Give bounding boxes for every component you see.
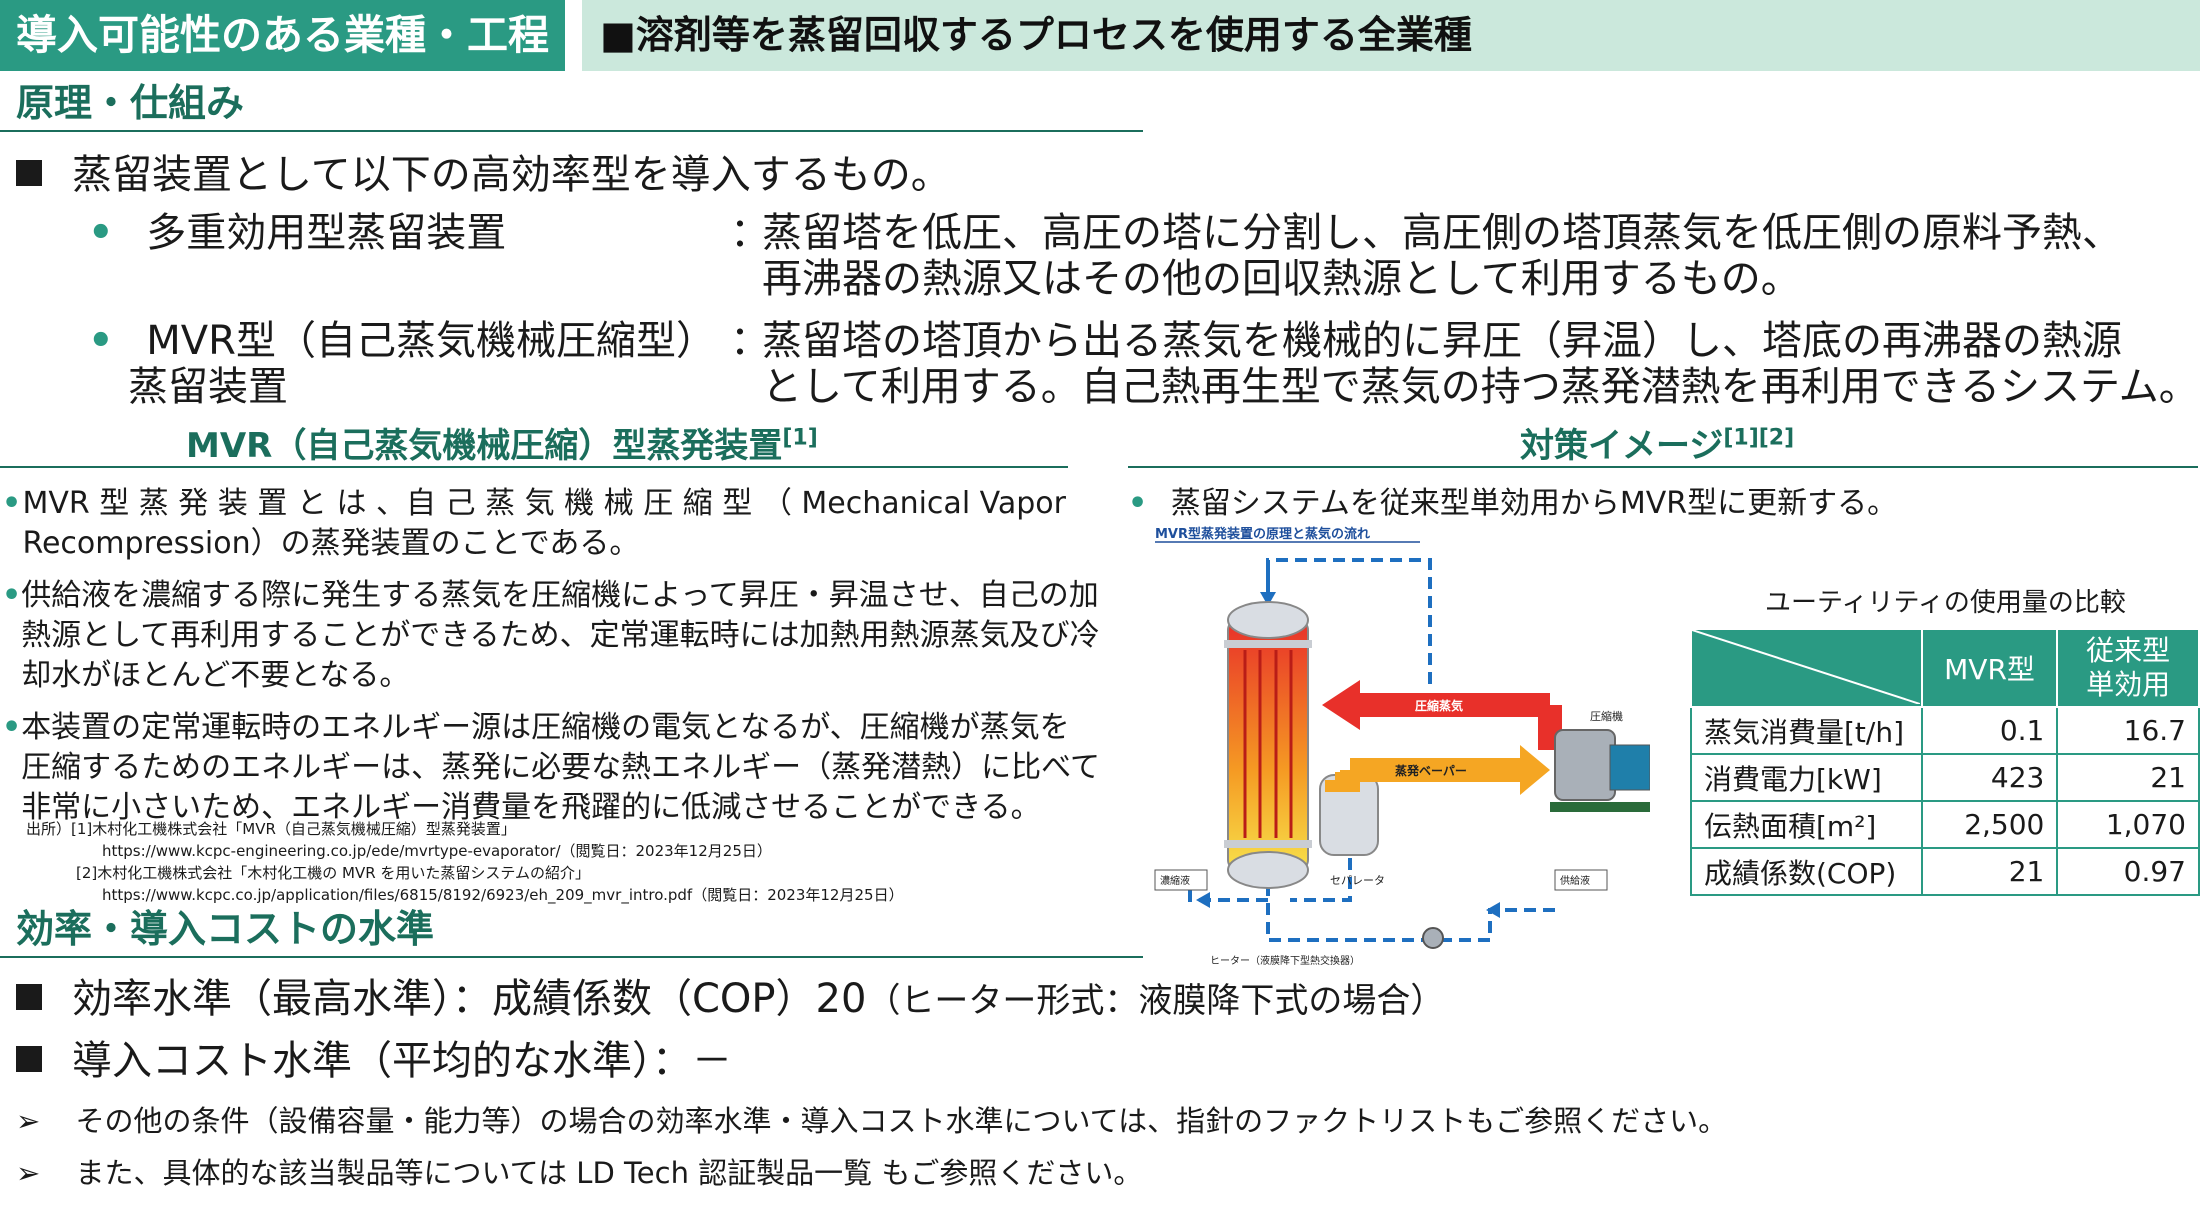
compressor [1554, 729, 1616, 801]
svg-text:ヒーター（液膜降下型熱交換器）: ヒーター（液膜降下型熱交換器） [1210, 954, 1360, 967]
arrow-bullet-icon: ➢ [16, 1156, 41, 1190]
diagonal-line-icon [1692, 630, 1920, 704]
bullet-dot-icon: • [2, 710, 22, 745]
svg-text:蒸発ベーパー: 蒸発ベーパー [1395, 763, 1467, 778]
table-row: 伝熱面積[m²] 2,500 1,070 [1690, 800, 2200, 849]
col-conv-header: 従来型 単効用 [2056, 628, 2200, 708]
bullet-dot-icon: • [1128, 486, 1148, 521]
mvr-rule [0, 466, 1068, 468]
note-factlist: ➢ その他の条件（設備容量・能力等）の場合の効率水準・導入コスト水準については、… [16, 1104, 1728, 1138]
svg-text:圧縮蒸気: 圧縮蒸気 [1415, 698, 1463, 713]
square-bullet-icon [16, 1046, 42, 1072]
left-arrow-icon [1196, 892, 1210, 908]
mvr-diagram-svg: MVR型蒸発装置の原理と蒸気の流れ セパレータ 圧縮蒸気 蒸発ベーパー [1154, 526, 1651, 967]
mvr-bullet-1: • MVR 型 蒸 発 装 置 と は 、自 己 蒸 気 機 械 圧 縮 型 （… [2, 484, 1066, 564]
item-mvr: • MVR型（自己蒸気機械圧縮型） [88, 318, 716, 364]
item-mvr-name-line2: 蒸留装置 [128, 364, 288, 410]
svg-text:供給液: 供給液 [1560, 874, 1590, 887]
item-mvr-colon: ： [730, 318, 770, 364]
table-row: 消費電力[kW] 423 21 [1690, 753, 2200, 802]
pipe-bottom [1266, 865, 1425, 942]
mvr-diagram: MVR型蒸発装置の原理と蒸気の流れ セパレータ 圧縮蒸気 蒸発ベーパー [1150, 520, 1651, 970]
utility-table: MVR型 従来型 単効用 蒸気消費量[t/h] 0.1 16.7 消費電力[kW… [1690, 628, 2200, 896]
bullet-dot-icon: • [88, 318, 114, 364]
left-arrow-icon [1486, 902, 1500, 918]
principle-lead: 蒸留装置として以下の高効率型を導入するもの。 [16, 152, 951, 198]
svg-text:圧縮機: 圧縮機 [1590, 709, 1623, 723]
pipe-concentrate [1188, 882, 1268, 902]
principle-rule [0, 130, 1143, 132]
heater-column [1227, 619, 1309, 871]
mvr-bullets: • MVR 型 蒸 発 装 置 と は 、自 己 蒸 気 機 械 圧 縮 型 （… [2, 484, 1100, 828]
compressed-steam-arrow [1322, 680, 1550, 730]
note-ldtech: ➢ また、具体的な該当製品等については LD Tech 認証製品一覧 もご参照く… [16, 1156, 1143, 1190]
pump-icon [1422, 927, 1444, 949]
pipe-feed [1440, 908, 1560, 942]
source-citations: 出所）[1]木村化工機株式会社「MVR（自己蒸気機械圧縮）型蒸発装置」 http… [26, 820, 904, 904]
mvr-bullet-3: • 本装置の定常運転時のエネルギー源は圧縮機の電気となるが、圧縮機が蒸気を 圧縮… [2, 708, 1100, 828]
table-row: 成績係数(COP) 21 0.97 [1690, 847, 2200, 896]
item-multi-effect-desc: 蒸留塔を低圧、高圧の塔に分割し、高圧側の塔頂蒸気を低圧側の原料予熱、 再沸器の熱… [762, 210, 2122, 302]
square-bullet-icon [16, 984, 42, 1010]
image-bullet: • 蒸留システムを従来型単効用からMVR型に更新する。 [1128, 486, 1898, 521]
arrow-bullet-icon: ➢ [16, 1104, 41, 1138]
efficiency-title: 効率・導入コストの水準 [16, 907, 435, 951]
bullet-dot-icon: • [2, 486, 22, 521]
mvr-title: MVR（自己蒸気機械圧縮）型蒸発装置[1] [186, 425, 818, 466]
principle-title: 原理・仕組み [16, 81, 245, 125]
bullet-dot-icon: • [88, 210, 114, 256]
efficiency-rule [0, 956, 1143, 958]
square-bullet-icon [16, 160, 42, 186]
header-category-value: ■溶剤等を蒸留回収するプロセスを使用する全業種 [582, 0, 2200, 71]
item-mvr-desc: 蒸留塔の塔頂から出る蒸気を機械的に昇圧（昇温）し、塔底の再沸器の熱源 として利用… [762, 318, 2199, 410]
diagram-caption: MVR型蒸発装置の原理と蒸気の流れ [1155, 526, 1370, 542]
bullet-dot-icon: • [2, 578, 22, 613]
header-category-label: 導入可能性のある業種・工程 [0, 0, 565, 71]
image-title: 対策イメージ[1][2] [1520, 425, 1795, 466]
col-mvr-header: MVR型 [1920, 628, 2059, 708]
evap-vapor-arrow [1350, 745, 1550, 795]
pipe-top-loop [1266, 558, 1432, 685]
efficiency-level: 効率水準（最高水準）：成績係数（COP）20（ヒーター形式：液膜降下式の場合） [16, 976, 1444, 1022]
cost-level: 導入コスト水準（平均的な水準）：－ [16, 1038, 732, 1084]
svg-text:濃縮液: 濃縮液 [1160, 874, 1190, 887]
image-rule [1128, 466, 2198, 468]
table-row: 蒸気消費量[t/h] 0.1 16.7 [1690, 706, 2200, 755]
table-corner-cell [1690, 628, 1923, 708]
item-multi-effect-colon: ： [730, 210, 770, 256]
table-caption: ユーティリティの使用量の比較 [1765, 588, 2126, 618]
down-arrow-icon [1260, 592, 1276, 606]
item-multi-effect: • 多重効用型蒸留装置 [88, 210, 507, 256]
svg-text:セパレータ: セパレータ [1330, 874, 1385, 887]
mvr-bullet-2: • 供給液を濃縮する際に発生する蒸気を圧縮機によって昇圧・昇温させ、自己の加 熱… [2, 576, 1100, 696]
